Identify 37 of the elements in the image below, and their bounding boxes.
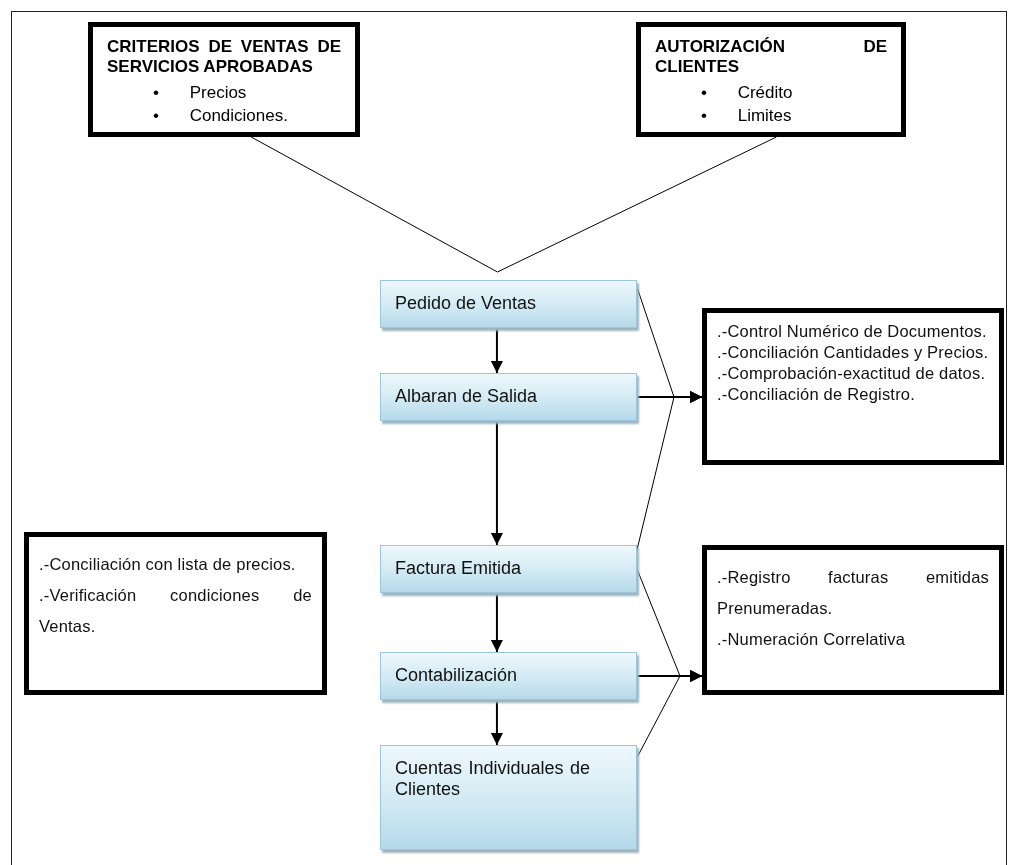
arrow [636,670,703,759]
control-note-box [24,532,327,695]
arrow [636,391,703,551]
bullet-item: • Condiciones. [153,105,289,127]
process-label: Factura Emitida [395,558,523,579]
connector-line [250,136,498,273]
requirement-box [636,22,906,137]
process-label: Cuentas Individuales de Clientes [395,758,590,800]
connector-line [496,136,777,273]
arrow [490,420,503,546]
bullet-item: • Precios [153,82,248,104]
process-box [380,373,637,421]
bullet-item: • Crédito [701,82,794,104]
process-label: Contabilización [395,665,519,686]
requirement-box [88,22,360,137]
bullet-item: • Limites [701,105,793,127]
control-note: .-Conciliación con lista de precios. [39,554,297,575]
control-note: .-Comprobación-exactitud de datos. [717,363,987,384]
process-box [380,652,637,700]
control-note: .-Verificación condiciones de Ventas. [39,585,312,637]
control-note: .-Control Numérico de Documentos. [717,321,988,342]
process-box [380,280,637,328]
box-heading: AUTORIZACIÓN DE CLIENTES [655,37,887,77]
arrow [490,592,503,653]
process-label: Albaran de Salida [395,386,539,407]
control-note-box [702,545,1004,695]
box-heading: CRITERIOS DE VENTAS DE SERVICIOS APROBADAS [107,37,341,77]
control-note: .-Conciliación de Registro. [717,384,916,405]
arrow [490,699,503,746]
process-box [380,745,637,850]
control-note: .-Numeración Correlativa [717,629,907,650]
process-box [380,545,637,593]
process-label: Pedido de Ventas [395,293,538,314]
control-note: .-Registro facturas emitidas Prenumeradas. [717,567,989,619]
control-note: .-Conciliación Cantidades y Precios. [717,342,989,363]
control-note-box [702,308,1004,465]
arrow [490,327,503,374]
